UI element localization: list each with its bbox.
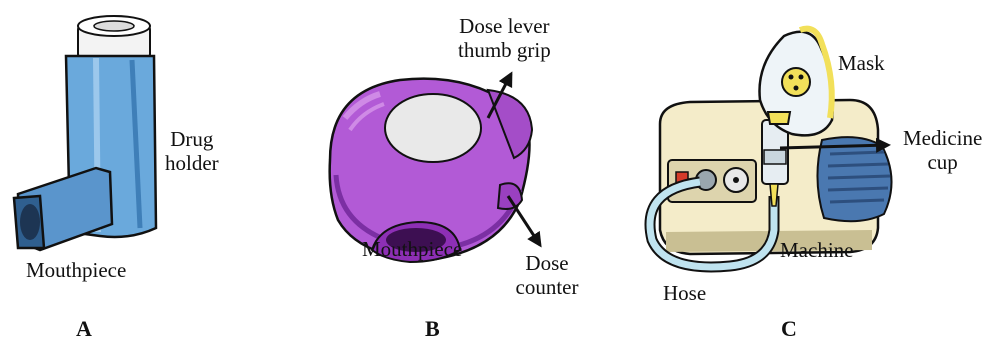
disk-inhaler <box>330 79 532 262</box>
panel-letter-a: A <box>76 316 92 342</box>
panel-letter-b: B <box>425 316 440 342</box>
label-medicine-cup-line1: Medicine <box>903 126 982 150</box>
label-machine: Machine <box>780 238 853 262</box>
label-dose-lever: Dose lever thumb grip <box>458 14 551 62</box>
label-hose: Hose <box>663 281 706 305</box>
label-dose-counter: Dose counter <box>510 251 584 299</box>
panel-letter-c: C <box>781 316 797 342</box>
label-drug-holder-line2: holder <box>165 151 219 175</box>
arrow-icon <box>508 196 540 245</box>
label-dose-lever-line1: Dose lever <box>458 14 551 38</box>
label-medicine-cup-line2: cup <box>903 150 982 174</box>
label-drug-holder: Drug holder <box>165 127 219 175</box>
label-dose-lever-line2: thumb grip <box>458 38 551 62</box>
label-drug-holder-line1: Drug <box>165 127 219 151</box>
metered-dose-inhaler <box>14 16 156 250</box>
label-medicine-cup: Medicine cup <box>903 126 982 174</box>
label-dose-counter-line1: Dose <box>510 251 584 275</box>
label-mouthpiece-b: Mouthpiece <box>362 237 462 261</box>
label-mask: Mask <box>838 51 885 75</box>
label-mouthpiece-a: Mouthpiece <box>26 258 126 282</box>
label-dose-counter-line2: counter <box>510 275 584 299</box>
